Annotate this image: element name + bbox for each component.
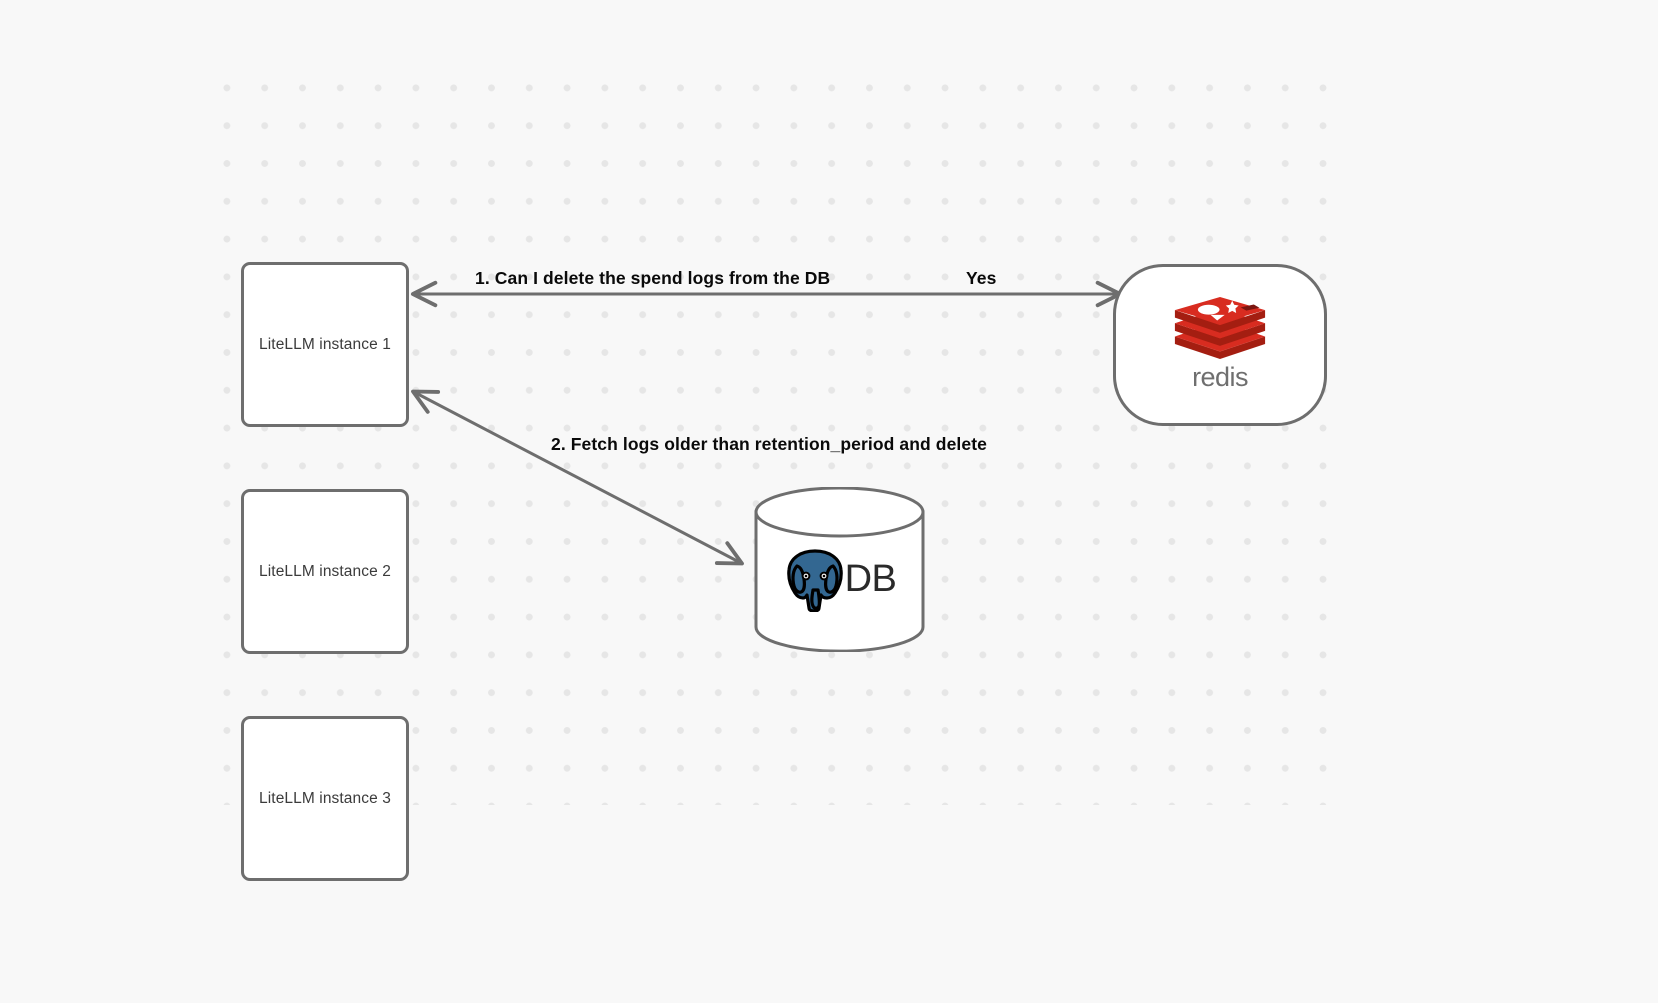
redis-wordmark: redis — [1192, 362, 1248, 392]
node-label: LiteLLM instance 3 — [259, 789, 391, 807]
edge-2-line — [411, 389, 744, 566]
redis-logo-icon — [1174, 297, 1266, 359]
node-litellm-instance-1[interactable]: LiteLLM instance 1 — [241, 262, 409, 427]
database-label: DB — [844, 558, 897, 600]
edge-2-label: 2. Fetch logs older than retention_perio… — [551, 434, 987, 454]
node-database[interactable]: DB — [753, 487, 926, 652]
database-logo-and-label: DB — [753, 539, 926, 619]
node-litellm-instance-2[interactable]: LiteLLM instance 2 — [241, 489, 409, 654]
node-label: LiteLLM instance 2 — [259, 562, 391, 580]
edge-1-question-label: 1. Can I delete the spend logs from the … — [475, 268, 831, 288]
node-label: LiteLLM instance 1 — [259, 335, 391, 353]
node-redis[interactable]: redis — [1113, 264, 1327, 426]
redis-wordmark-text: redis — [1192, 362, 1248, 392]
node-litellm-instance-3[interactable]: LiteLLM instance 3 — [241, 716, 409, 881]
postgresql-elephant-icon — [786, 549, 843, 612]
edge-1-answer-label: Yes — [966, 268, 997, 288]
